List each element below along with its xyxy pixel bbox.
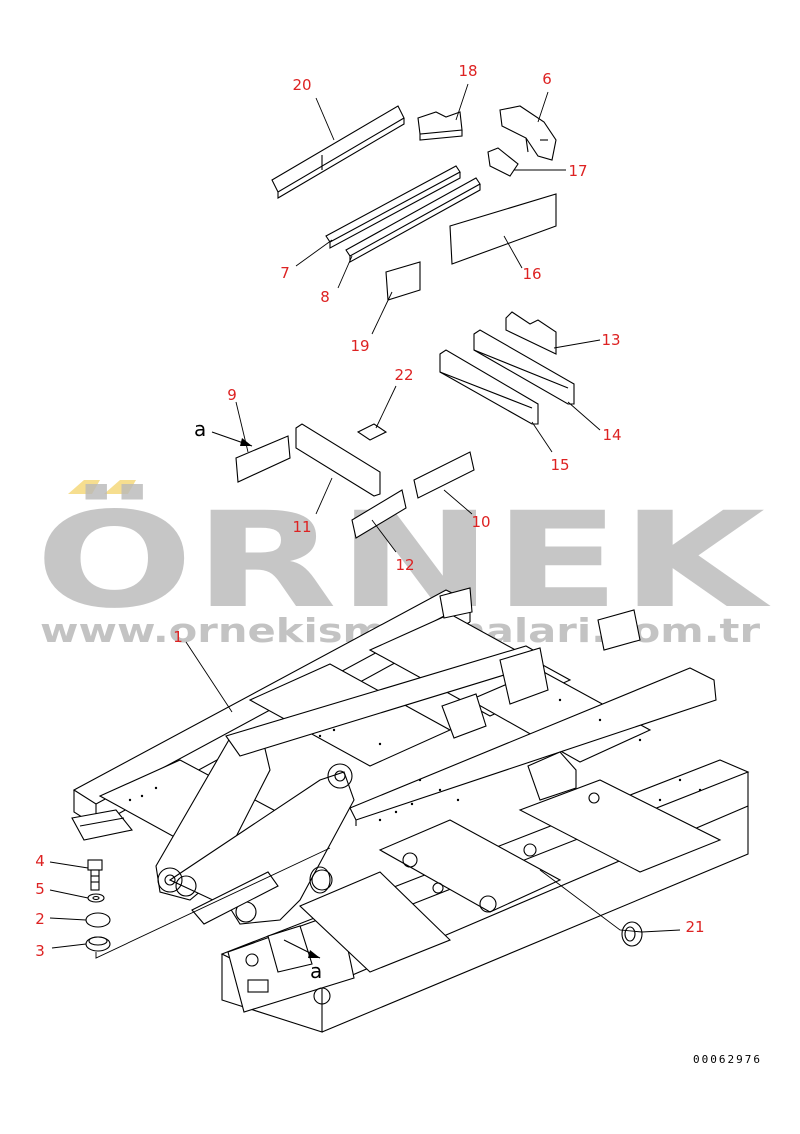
- part-21-ring: [621, 921, 643, 947]
- document-number: 00062976: [693, 1053, 762, 1066]
- part-2-plate: [85, 912, 111, 928]
- part-1-frame: [71, 587, 750, 1033]
- callout-21: 21: [685, 918, 704, 936]
- part-10-pad: [413, 451, 475, 499]
- part-3-cap: [85, 936, 111, 952]
- part-12-pad: [351, 489, 407, 539]
- part-22-shim: [356, 423, 388, 441]
- callout-3: 3: [35, 942, 45, 960]
- callout-18: 18: [458, 62, 477, 80]
- view-marker-upper: a: [194, 417, 206, 441]
- callout-12: 12: [395, 556, 414, 574]
- part-6-bracket: [499, 105, 557, 161]
- part-17-pad: [487, 147, 519, 177]
- frame-rivets: [128, 698, 702, 822]
- view-arrow-lower: a: [283, 939, 322, 983]
- callout-14: 14: [602, 426, 621, 444]
- part-8-strip: [345, 177, 481, 263]
- callout-15: 15: [550, 456, 569, 474]
- part-5-washer: [87, 893, 105, 903]
- callout-10: 10: [471, 513, 490, 531]
- part-15-bar: [439, 349, 539, 425]
- callout-11: 11: [292, 518, 311, 536]
- view-marker-lower: a: [310, 959, 322, 983]
- part-20-plate: [271, 105, 405, 199]
- part-4-bolt: [87, 859, 103, 891]
- callout-17: 17: [568, 162, 587, 180]
- callout-2: 2: [35, 910, 45, 928]
- leader-lines: [49, 83, 681, 959]
- watermark-umlaut-right: [104, 480, 136, 494]
- callout-20: 20: [292, 76, 311, 94]
- callout-16: 16: [522, 265, 541, 283]
- callout-labels: 20 18 6 17 7 8 16 19 13 22 9 14 15 11 10…: [35, 62, 704, 960]
- callout-5: 5: [35, 880, 45, 898]
- callout-9: 9: [227, 386, 237, 404]
- watermark-umlaut-left: [68, 480, 100, 494]
- callout-6: 6: [542, 70, 552, 88]
- callout-22: 22: [394, 366, 413, 384]
- part-18-block: [417, 111, 463, 141]
- part-11-pad: [295, 423, 381, 497]
- part-9-pad: [235, 435, 291, 483]
- part-14-bar: [473, 329, 575, 405]
- callout-13: 13: [601, 331, 620, 349]
- callout-8: 8: [320, 288, 330, 306]
- callout-7: 7: [280, 264, 290, 282]
- part-13-block: [505, 311, 557, 355]
- part-7-strip: [325, 165, 461, 249]
- callout-19: 19: [350, 337, 369, 355]
- part-19-block: [385, 261, 421, 301]
- part-16-plate: [449, 193, 557, 265]
- callout-1: 1: [173, 628, 183, 646]
- callout-4: 4: [35, 852, 45, 870]
